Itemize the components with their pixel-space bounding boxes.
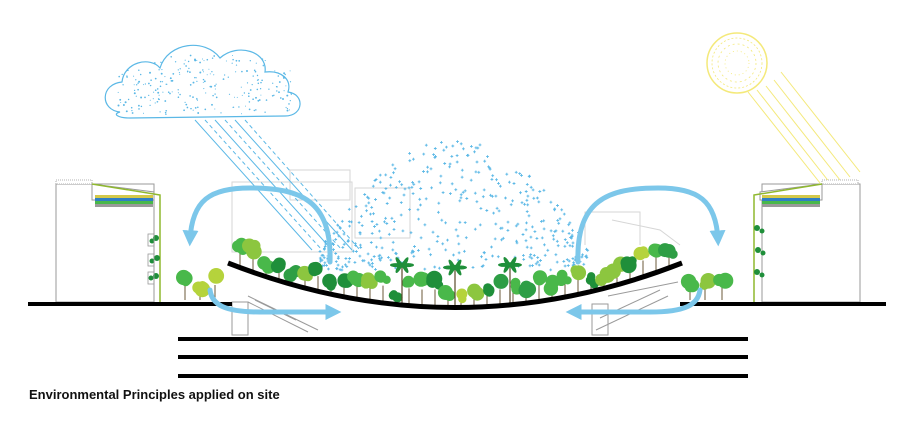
sun-icon bbox=[706, 32, 768, 94]
park-bowl-curve bbox=[227, 260, 683, 310]
rain-streaks bbox=[194, 119, 361, 251]
right-building bbox=[753, 179, 861, 303]
rain-cloud-icon bbox=[104, 44, 301, 119]
diagram-caption: Environmental Principles applied on site bbox=[29, 387, 280, 402]
left-building bbox=[55, 179, 161, 303]
sun-rays bbox=[747, 71, 861, 184]
park-trees bbox=[176, 237, 734, 308]
water-particles bbox=[318, 140, 590, 272]
airflow-arrows bbox=[182, 185, 726, 321]
underground-levels bbox=[178, 337, 748, 378]
background-buildings bbox=[231, 169, 681, 253]
